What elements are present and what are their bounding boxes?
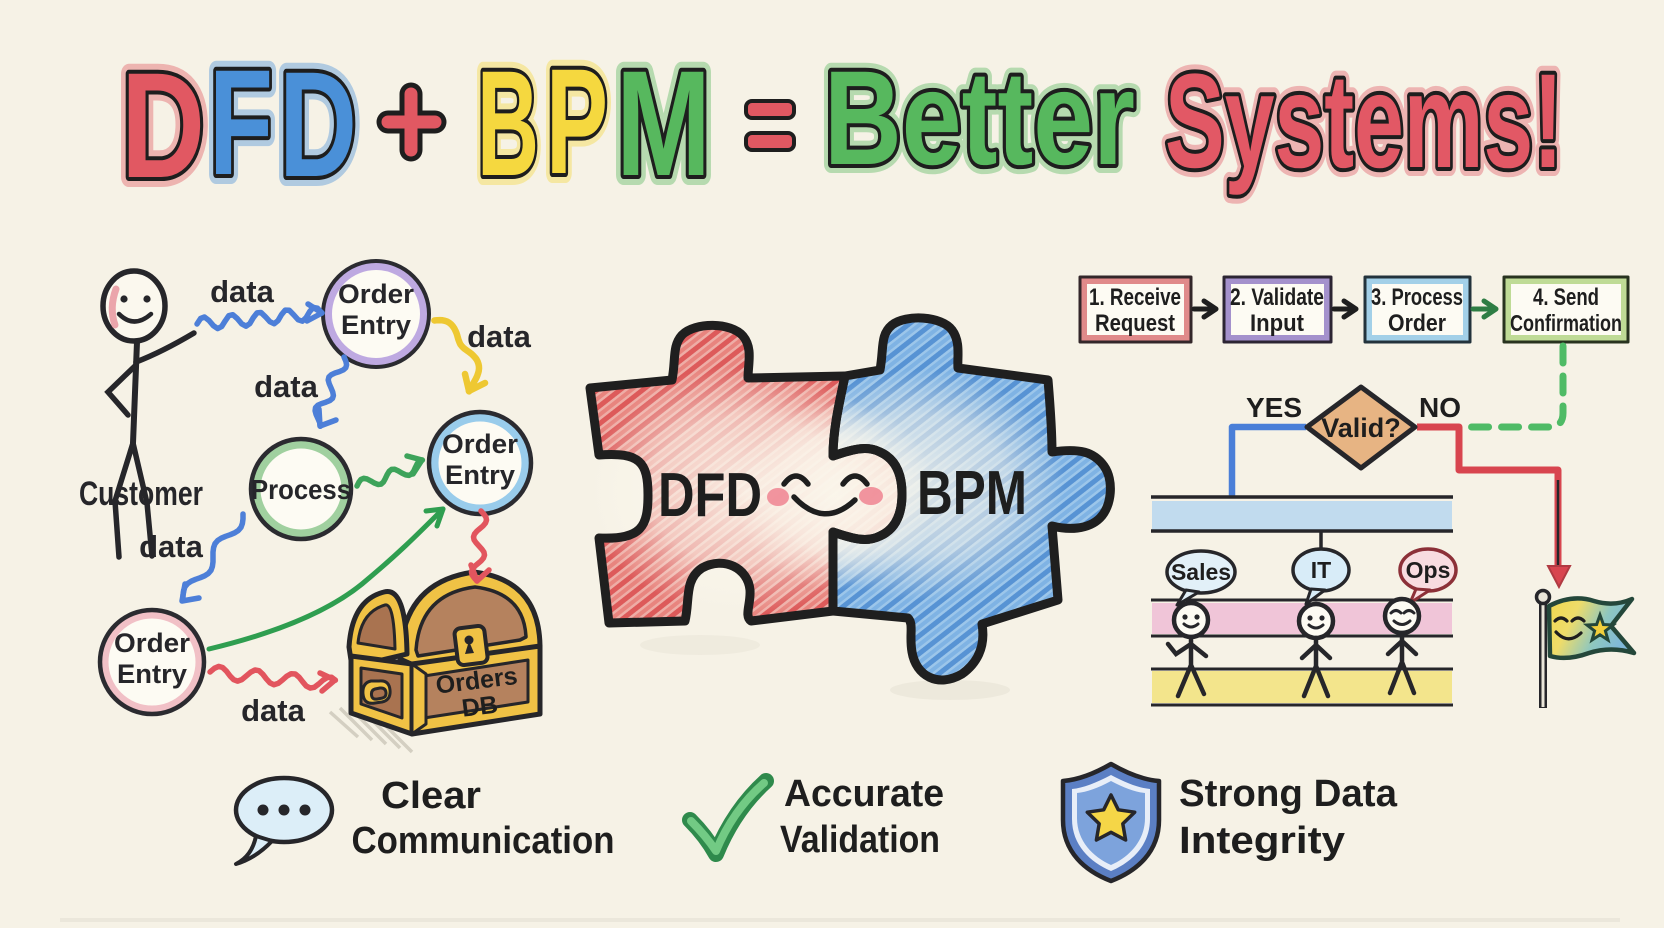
svg-text:Customer: Customer — [79, 475, 203, 513]
svg-text:1. Receive: 1. Receive — [1089, 284, 1181, 311]
svg-text:Process: Process — [251, 474, 351, 505]
svg-text:Entry: Entry — [445, 460, 515, 490]
svg-text:3. Process: 3. Process — [1371, 284, 1463, 311]
svg-text:Entry: Entry — [341, 310, 411, 340]
svg-text:D: D — [121, 41, 205, 209]
svg-text:Validation: Validation — [780, 819, 940, 861]
svg-text:F: F — [209, 38, 273, 206]
svg-text:Integrity: Integrity — [1179, 820, 1345, 862]
svg-text:data: data — [210, 274, 275, 309]
svg-text:Communication: Communication — [352, 820, 615, 862]
svg-text:BPM: BPM — [917, 459, 1027, 528]
svg-text:Input: Input — [1250, 310, 1304, 337]
svg-text:Strong Data: Strong Data — [1179, 773, 1398, 815]
svg-text:data: data — [139, 529, 204, 564]
svg-text:Ops: Ops — [1406, 557, 1451, 583]
svg-text:data: data — [241, 693, 306, 728]
svg-text:Entry: Entry — [117, 659, 187, 689]
svg-text:DFD: DFD — [658, 461, 762, 530]
svg-text:Order: Order — [114, 628, 191, 658]
svg-text:D: D — [279, 40, 357, 208]
svg-text:data: data — [467, 319, 532, 354]
svg-text:2. Validate: 2. Validate — [1230, 284, 1324, 311]
svg-text:P: P — [546, 37, 608, 205]
svg-text:DB: DB — [460, 691, 499, 723]
svg-text:Better: Better — [824, 44, 1135, 193]
svg-text:B: B — [477, 39, 539, 207]
svg-text:M: M — [616, 39, 711, 207]
svg-text:Accurate: Accurate — [784, 773, 944, 815]
svg-text:F: F — [209, 38, 273, 206]
svg-text:data: data — [254, 369, 319, 404]
svg-text:Order: Order — [442, 429, 519, 459]
svg-text:Clear: Clear — [381, 775, 481, 817]
svg-text:B: B — [477, 39, 539, 207]
svg-text:Valid?: Valid? — [1321, 413, 1401, 443]
svg-text:Order: Order — [338, 279, 415, 309]
svg-text:D: D — [279, 40, 357, 208]
svg-text:IT: IT — [1311, 557, 1331, 583]
svg-text:Systems!: Systems! — [1165, 47, 1563, 196]
svg-text:D: D — [121, 41, 205, 209]
svg-text:P: P — [546, 37, 608, 205]
svg-text:4. Send: 4. Send — [1533, 284, 1599, 311]
svg-text:Confirmation: Confirmation — [1510, 310, 1622, 336]
svg-text:Systems!: Systems! — [1165, 47, 1563, 196]
svg-text:YES: YES — [1246, 392, 1302, 423]
svg-text:Better: Better — [824, 44, 1135, 193]
svg-text:Sales: Sales — [1171, 559, 1231, 585]
svg-text:Order: Order — [1388, 310, 1446, 337]
svg-text:NO: NO — [1419, 392, 1461, 423]
svg-text:M: M — [616, 39, 711, 207]
svg-text:Request: Request — [1095, 310, 1175, 337]
